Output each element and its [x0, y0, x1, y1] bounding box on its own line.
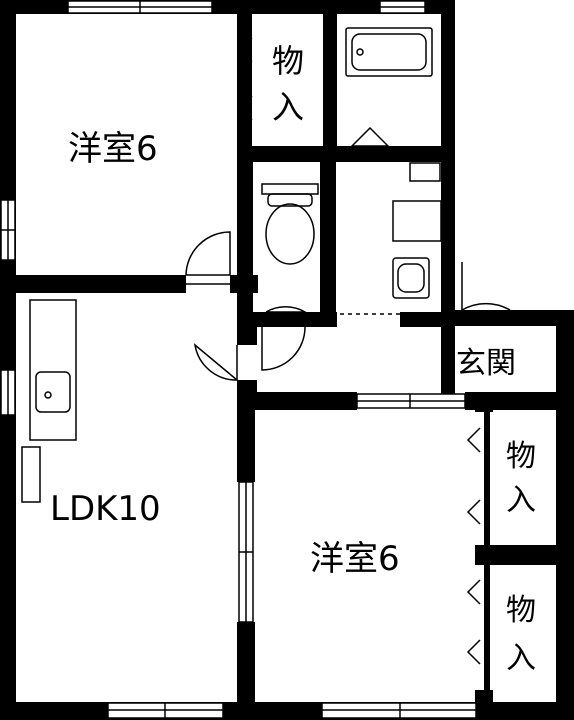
toilet: [261, 183, 319, 265]
bathtub: [345, 27, 433, 77]
fridge-space: [21, 446, 41, 503]
closet-top-label-1: 物: [272, 42, 304, 80]
western-room-top-label: 洋室6: [68, 129, 158, 169]
entrance-label: 玄関: [456, 346, 516, 381]
doors: [185, 231, 511, 382]
kitchen-counter: [29, 299, 77, 441]
washbasin: [392, 257, 430, 299]
closet-right-lower-label-1: 物: [506, 593, 536, 628]
washing-machine: [392, 200, 442, 242]
closet-doors: [236, 37, 481, 665]
windows: [0, 0, 477, 719]
closet-right-lower-label-2: 入: [506, 641, 536, 676]
closet-right-upper-label-1: 物: [506, 439, 536, 474]
closet-right-upper-label-2: 入: [506, 483, 536, 518]
closet-top-label-2: 入: [272, 88, 304, 126]
ldk-label: LDK10: [50, 489, 161, 529]
western-room-bottom-label: 洋室6: [310, 539, 400, 579]
fixtures: [21, 27, 442, 503]
